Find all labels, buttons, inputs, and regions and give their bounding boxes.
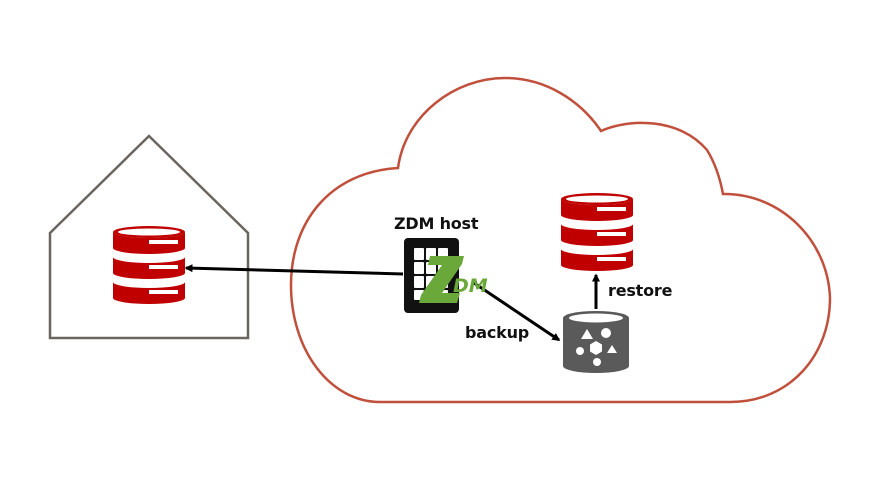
backup-label: backup bbox=[465, 323, 530, 342]
arrow-zdm-to-source bbox=[184, 264, 404, 276]
database-indicator-bar bbox=[597, 207, 626, 211]
database-top-opening bbox=[566, 195, 628, 203]
database-indicator-bar bbox=[149, 265, 178, 269]
database-top-opening bbox=[118, 228, 180, 236]
database-indicator-bar bbox=[597, 257, 626, 261]
restore-label: restore bbox=[608, 281, 673, 300]
database-indicator-bar bbox=[149, 290, 178, 294]
arrow-backup bbox=[473, 281, 561, 342]
target-database-icon bbox=[561, 193, 633, 271]
on-premises-house-icon bbox=[48, 134, 250, 340]
cloud-outline-icon bbox=[289, 76, 832, 404]
zdm-host-label: ZDM host bbox=[394, 214, 479, 233]
zdm-logo-dm: DM bbox=[453, 275, 488, 297]
backup-object-storage-icon bbox=[563, 311, 629, 373]
database-indicator-bar bbox=[149, 240, 178, 244]
source-database-icon bbox=[113, 226, 185, 304]
database-indicator-bar bbox=[597, 232, 626, 236]
zdm-host-icon: DM bbox=[404, 238, 488, 313]
zdm-logo-z bbox=[419, 256, 464, 303]
